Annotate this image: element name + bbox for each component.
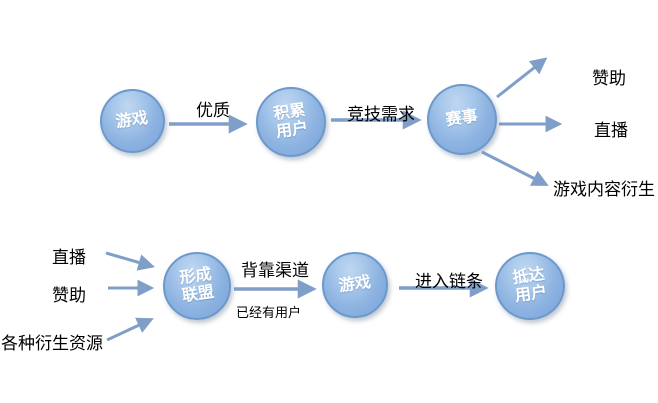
label-enter-chain: 进入链条 — [415, 272, 483, 291]
node-reach-users-label: 抵达 用户 — [512, 266, 549, 307]
label-quality: 优质 — [196, 101, 230, 120]
label-live-stream-top: 直播 — [594, 121, 628, 140]
node-event: 赛事 — [427, 84, 497, 155]
node-game-bottom-text: 游戏 — [337, 273, 372, 295]
node-form-alliance: 形成 联盟 — [163, 252, 231, 320]
node-game-bottom-label: 游戏 — [338, 274, 372, 297]
node-game-top-label: 游戏 — [115, 110, 149, 133]
arrow-resources-to-alliance — [106, 317, 154, 342]
node-reach-users: 抵达 用户 — [495, 252, 565, 320]
node-form-alliance-text-2: 联盟 — [181, 283, 216, 306]
label-backed-by-channels: 背靠渠道 — [241, 261, 309, 280]
label-game-content-derivatives: 游戏内容衍生 — [553, 180, 655, 199]
node-accumulate-users-text-2: 用户 — [275, 119, 310, 142]
node-form-alliance-label: 形成 联盟 — [179, 266, 216, 307]
label-competitive-demand: 竞技需求 — [347, 105, 415, 124]
node-game-top-text: 游戏 — [115, 109, 150, 131]
label-sponsorship-bottom: 赞助 — [52, 286, 86, 305]
node-event-text: 赛事 — [444, 108, 479, 130]
label-various-derivative-resources: 各种衍生资源 — [1, 334, 103, 353]
node-reach-users-text-2: 用户 — [514, 283, 549, 306]
node-game-top: 游戏 — [100, 89, 165, 153]
node-event-label: 赛事 — [445, 108, 479, 131]
node-accumulate-users: 积累 用户 — [256, 87, 326, 157]
arrow-event-to-sponsorship — [496, 57, 548, 99]
label-sponsorship-top: 赞助 — [592, 69, 626, 88]
label-live-stream-bottom: 直播 — [52, 248, 86, 267]
label-already-have-users: 已经有用户 — [236, 305, 302, 320]
arrow-live-stream-to-alliance — [105, 251, 156, 271]
node-game-bottom: 游戏 — [322, 252, 388, 318]
arrow-event-to-derivatives — [481, 150, 549, 186]
node-accumulate-users-label: 积累 用户 — [273, 102, 310, 143]
